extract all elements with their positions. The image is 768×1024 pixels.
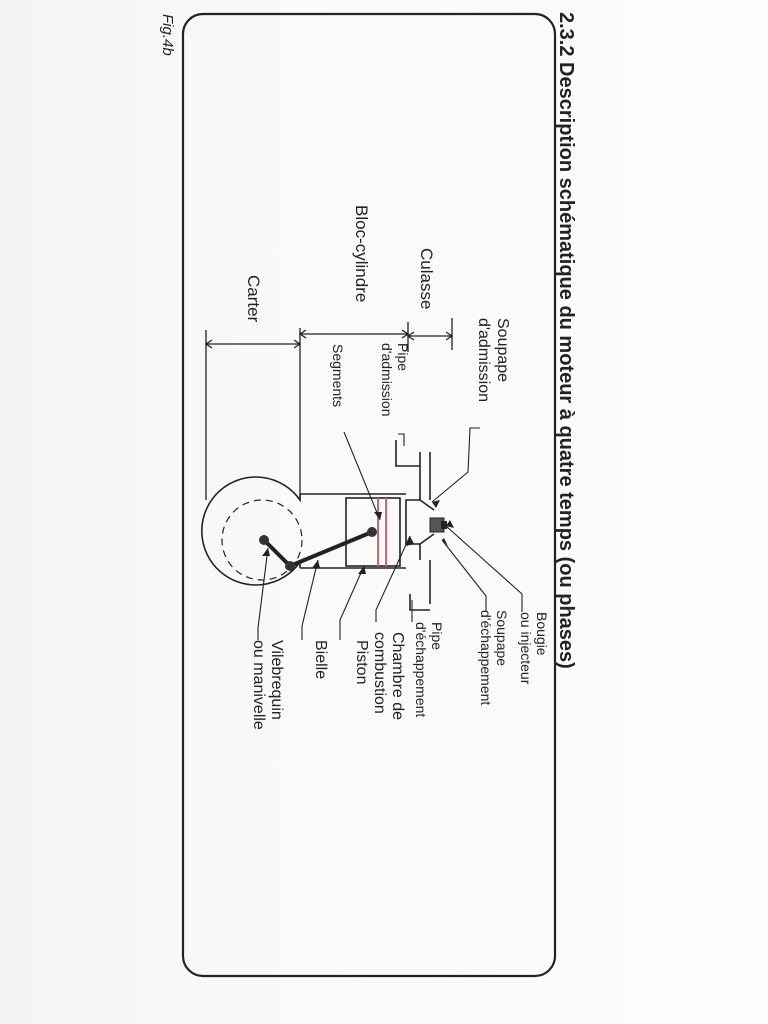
svg-text:d'échappement: d'échappement [478, 610, 494, 705]
svg-text:ou injecteur: ou injecteur [518, 612, 534, 685]
connecting-rod [262, 530, 374, 568]
svg-text:Bielle: Bielle [312, 640, 329, 679]
label-segments: Segments [330, 344, 346, 407]
svg-text:Bloc-cylindre: Bloc-cylindre [352, 205, 371, 302]
figure-frame [181, 12, 557, 978]
label-chambre-combustion: Chambre de combustion [371, 632, 406, 720]
label-bielle: Bielle [312, 640, 329, 679]
leader-lines [257, 427, 523, 640]
label-carter: Carter [244, 275, 263, 323]
exhaust-valve [419, 533, 435, 545]
intake-valve [419, 499, 435, 511]
crank-pin [285, 561, 295, 571]
label-soupape-admission: Soupape d'admission [475, 318, 511, 402]
svg-text:Soupape: Soupape [494, 610, 510, 666]
dimension-lines [204, 318, 454, 500]
svg-text:d'admission: d'admission [475, 318, 492, 402]
svg-text:Carter: Carter [244, 275, 263, 323]
label-bougie: Bougie ou injecteur [518, 612, 550, 685]
svg-text:Segments: Segments [330, 344, 346, 407]
spark-plug-tip [441, 521, 447, 529]
piston [345, 497, 401, 567]
piston-pin [367, 527, 377, 537]
svg-text:Fig.4b: Fig.4b [159, 14, 176, 56]
engine-body [201, 440, 431, 611]
label-pipe-admission: Pipe d'admission [379, 343, 411, 417]
intake-pipe [395, 440, 420, 467]
label-culasse: Culasse [417, 248, 436, 309]
label-vilebrequin: Vilebrequin ou manivelle [250, 640, 285, 730]
label-soupape-echappement: Soupape d'échappement [478, 610, 510, 705]
label-bloc-cylindre: Bloc-cylindre [352, 205, 371, 302]
svg-text:Pipe: Pipe [395, 343, 411, 371]
svg-text:ou manivelle: ou manivelle [250, 640, 267, 730]
label-piston: Piston [353, 640, 370, 684]
label-pipe-echappement: Pipe d'échappement [413, 622, 445, 717]
arrow-heads [262, 500, 454, 574]
svg-text:Vilebrequin: Vilebrequin [268, 640, 285, 720]
svg-text:Chambre de: Chambre de [389, 632, 406, 720]
crankshaft-center [259, 535, 269, 545]
svg-text:Pipe: Pipe [429, 622, 445, 650]
valves [419, 499, 435, 545]
svg-text:Culasse: Culasse [417, 248, 436, 309]
svg-text:Soupape: Soupape [494, 318, 511, 382]
crankcase [201, 476, 301, 586]
svg-text:Piston: Piston [353, 640, 370, 684]
svg-text:combustion: combustion [371, 632, 388, 714]
figure-label: Fig.4b [159, 14, 176, 56]
crank-circle [221, 499, 303, 581]
svg-text:d'échappement: d'échappement [413, 622, 429, 717]
cylinder-head [405, 452, 421, 560]
svg-text:d'admission: d'admission [379, 343, 395, 417]
svg-text:Bougie: Bougie [534, 612, 550, 656]
page-title: 2.3.2 Description schématique du moteur … [555, 12, 577, 669]
svg-text:2.3.2 Description schématique: 2.3.2 Description schématique du moteur … [555, 12, 577, 669]
